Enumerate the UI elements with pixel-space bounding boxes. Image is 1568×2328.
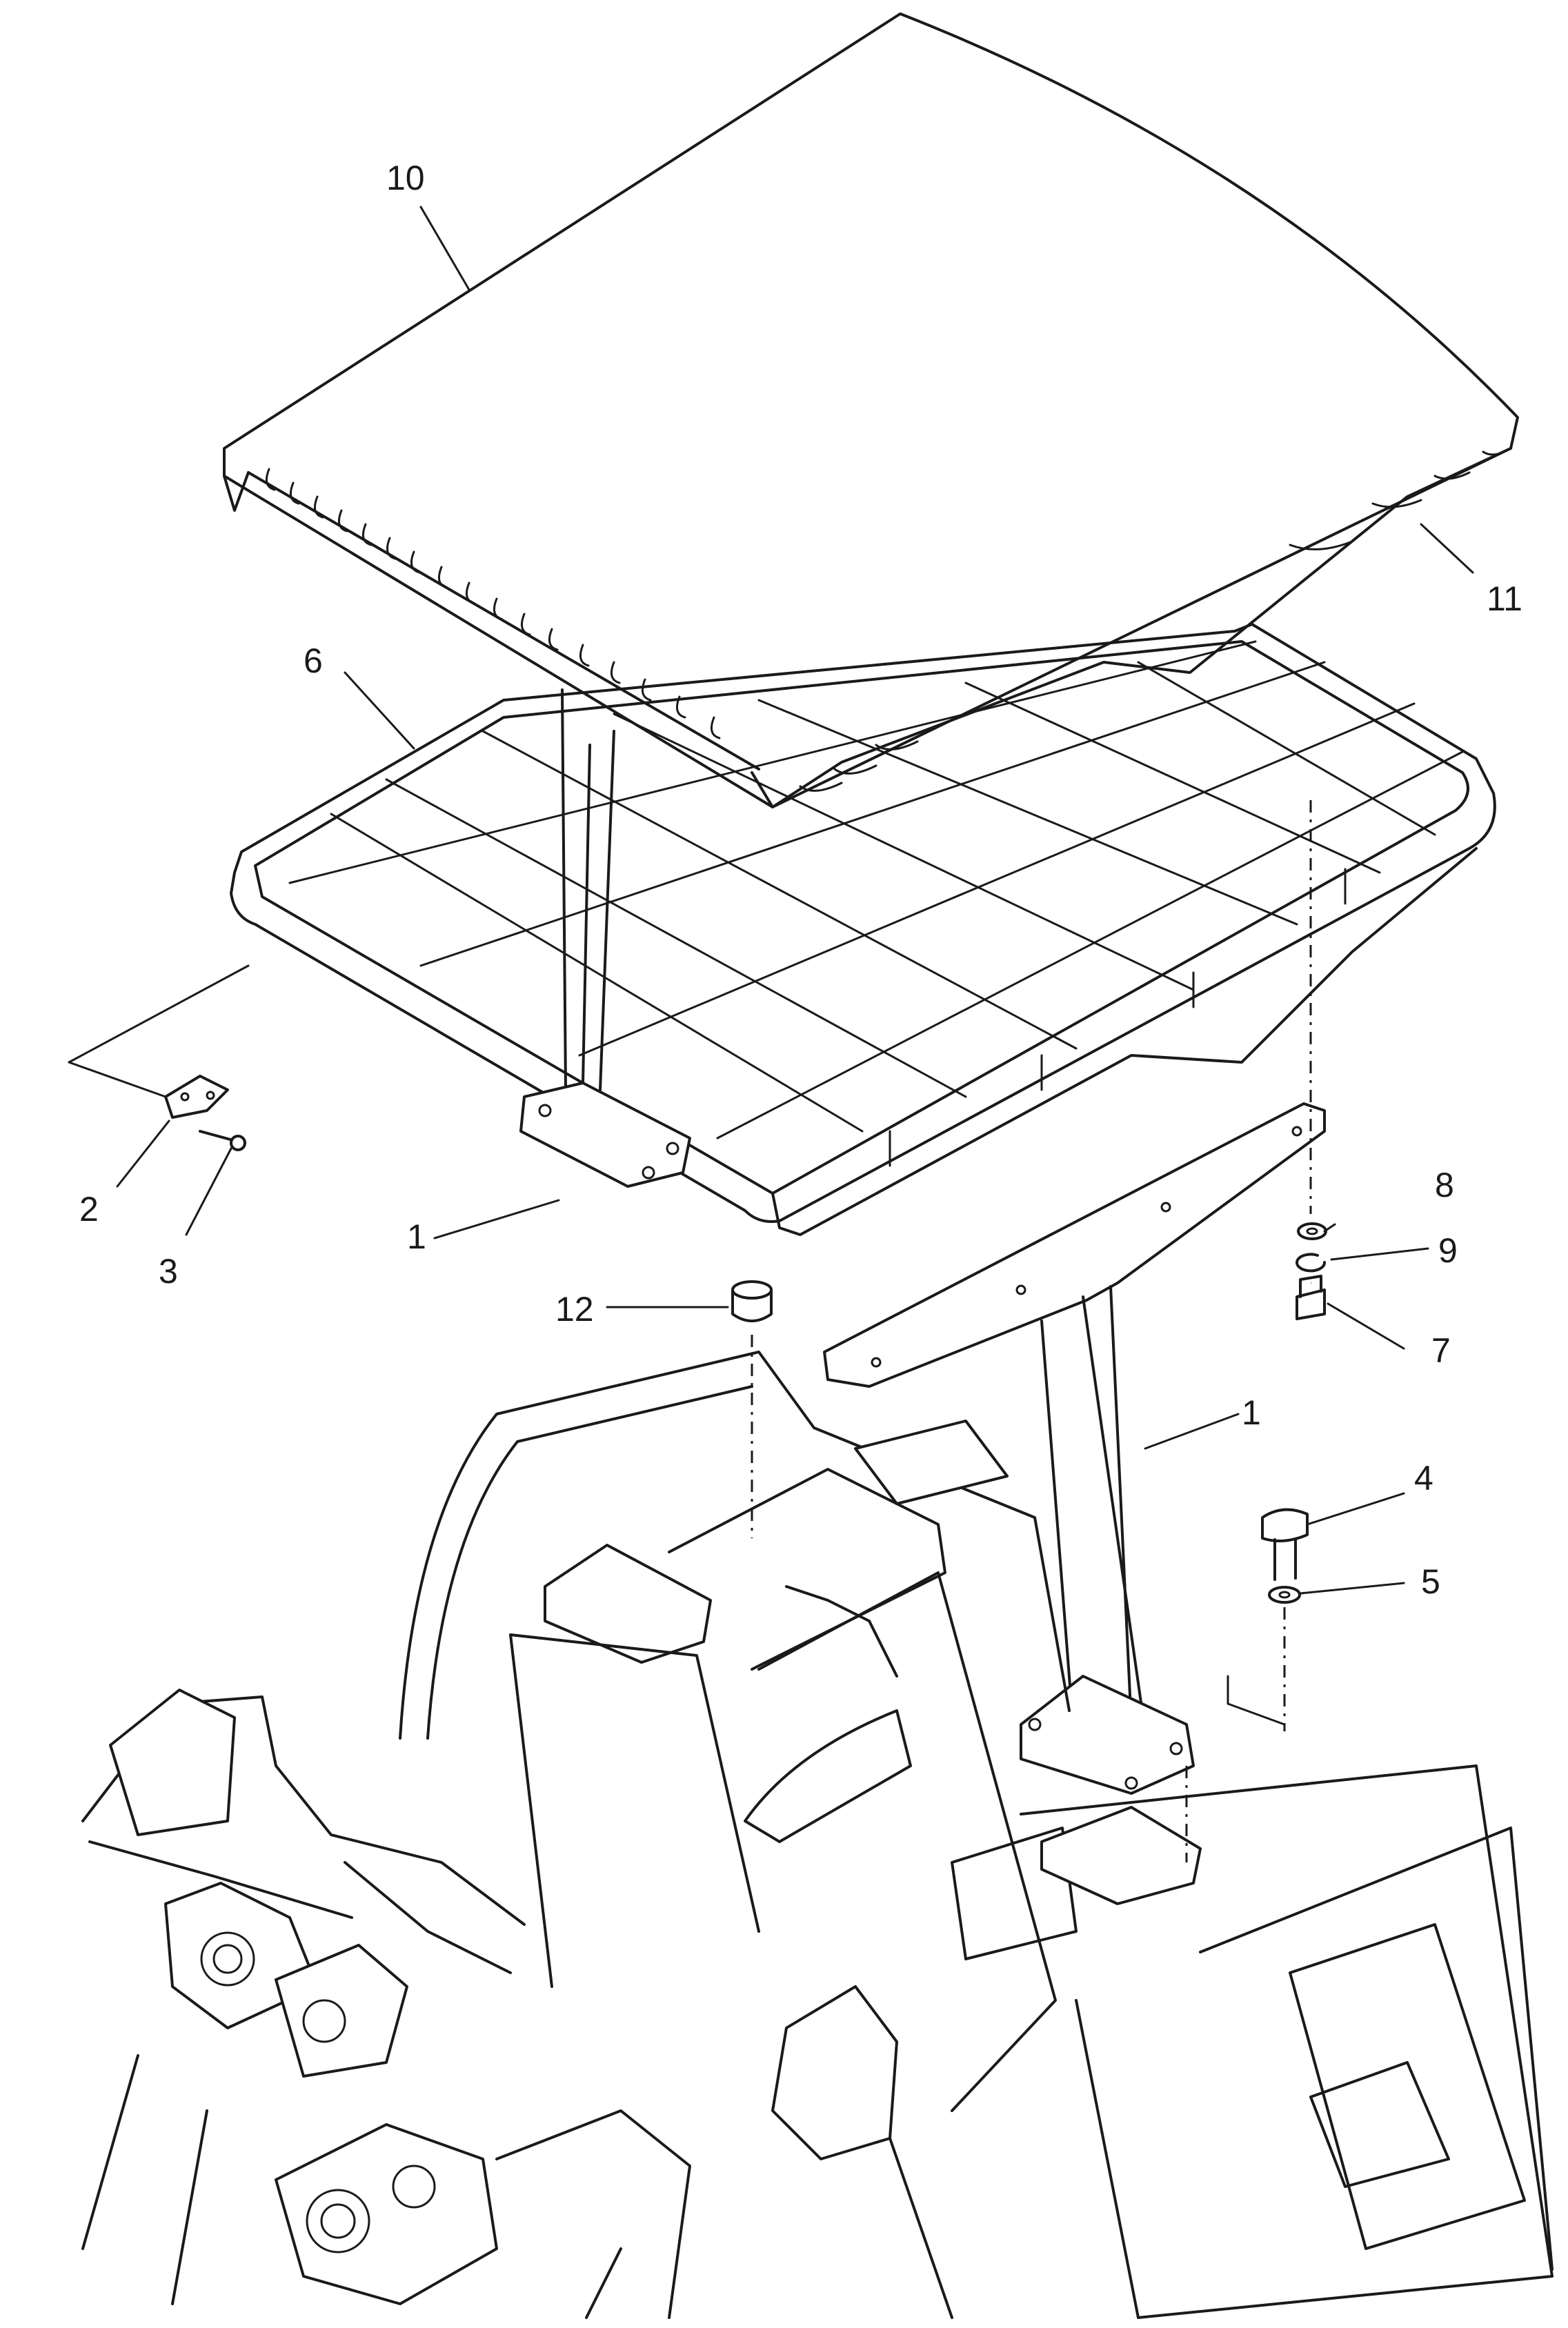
washer-part-5 — [1268, 1586, 1301, 1604]
callout-10: 10 — [386, 159, 425, 197]
callout-8: 8 — [1435, 1166, 1454, 1204]
assembly-lines — [68, 800, 1312, 1862]
callout-7: 7 — [1431, 1331, 1451, 1370]
post-lower-beam — [823, 1102, 1326, 1795]
callout-2: 2 — [79, 1190, 99, 1228]
lockwasher-part-9 — [1296, 1253, 1327, 1273]
callout-12: 12 — [555, 1290, 594, 1329]
bolt-part-4 — [1261, 1508, 1309, 1581]
callout-5: 5 — [1421, 1562, 1440, 1601]
leader-lines — [116, 206, 1474, 1595]
canopy-frame — [230, 623, 1496, 1236]
callout-1-lower: 1 — [1242, 1393, 1261, 1432]
callout-4: 4 — [1414, 1459, 1433, 1498]
callout-6: 6 — [304, 641, 323, 680]
callout-labels: 10 11 6 2 3 1 8 9 7 12 1 4 5 — [79, 159, 1522, 1601]
screw-part-3 — [199, 1130, 246, 1151]
callout-11: 11 — [1487, 579, 1522, 618]
post-upper — [519, 688, 691, 1188]
callout-1-upper: 1 — [407, 1217, 426, 1256]
callout-3: 3 — [159, 1252, 178, 1291]
undercarriage — [81, 1689, 953, 2319]
canopy-hooks-front — [265, 468, 721, 739]
plug-part-12 — [731, 1280, 773, 1322]
plate-part-2 — [164, 1075, 229, 1119]
washer-part-8 — [1297, 1222, 1327, 1240]
bolt-part-7 — [1296, 1275, 1326, 1320]
canopy-cover — [223, 12, 1519, 808]
canopy-hooks-side — [799, 447, 1512, 792]
tractor-body — [399, 1351, 1554, 2319]
callout-9: 9 — [1438, 1231, 1458, 1270]
